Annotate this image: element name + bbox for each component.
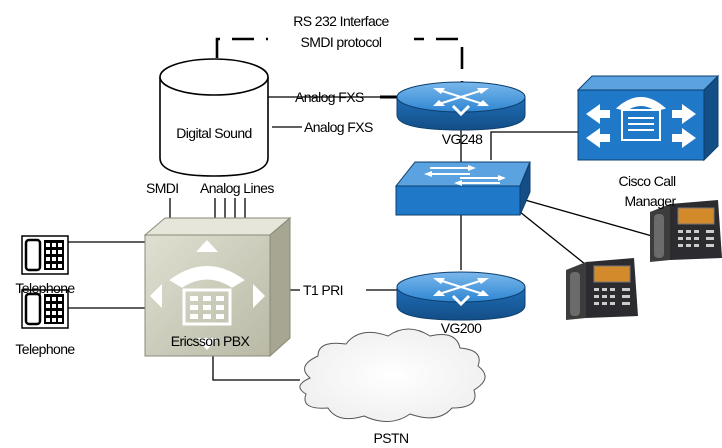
cisco-call-manager-label-line2: Manager [624, 193, 676, 209]
vg200-label: VG200 [441, 320, 482, 336]
cisco-call-manager-label-line1: Cisco Call [618, 173, 676, 189]
pbx-pstn-link [212, 356, 300, 381]
digital-sound-label: Digital Sound [176, 125, 251, 141]
telephone-label-1: Telephone [15, 280, 75, 296]
ip-phone-icon [566, 258, 638, 320]
rs232-label-line2: SMDI protocol [301, 34, 382, 50]
switch-icon [394, 161, 531, 216]
vg200-router-icon [396, 271, 526, 321]
switch-phone1-link [524, 199, 653, 237]
t1-pri-label: T1 PRI [303, 282, 343, 298]
analog-fxs-label-1: Analog FXS [295, 89, 364, 105]
analog-lines-label: Analog Lines [200, 180, 274, 196]
rs232-label-line1: RS 232 Interface [293, 13, 389, 29]
telephone-icon [21, 235, 69, 275]
telephone-icon [21, 289, 69, 329]
ip-phone-icon [650, 200, 722, 262]
switch-phone2-link [519, 211, 591, 269]
analog-fxs-label-2: Analog FXS [304, 119, 373, 135]
text-labels: RS 232 Interface SMDI protocol Analog FX… [15, 10, 677, 446]
pstn-label: PSTN [374, 430, 409, 446]
pstn-cloud-icon [299, 328, 486, 422]
ericsson-pbx-label: Ericsson PBX [171, 333, 251, 349]
call-manager-icon [576, 74, 720, 162]
telephone-label-2: Telephone [15, 341, 75, 357]
digital-sound-server-icon [159, 58, 269, 177]
vg248-label: VG248 [442, 131, 483, 147]
vg248-callmanager-link [490, 131, 578, 160]
pbx-icon [143, 216, 292, 358]
vg248-router-icon [396, 81, 526, 131]
smdi-label: SMDI [146, 180, 179, 196]
